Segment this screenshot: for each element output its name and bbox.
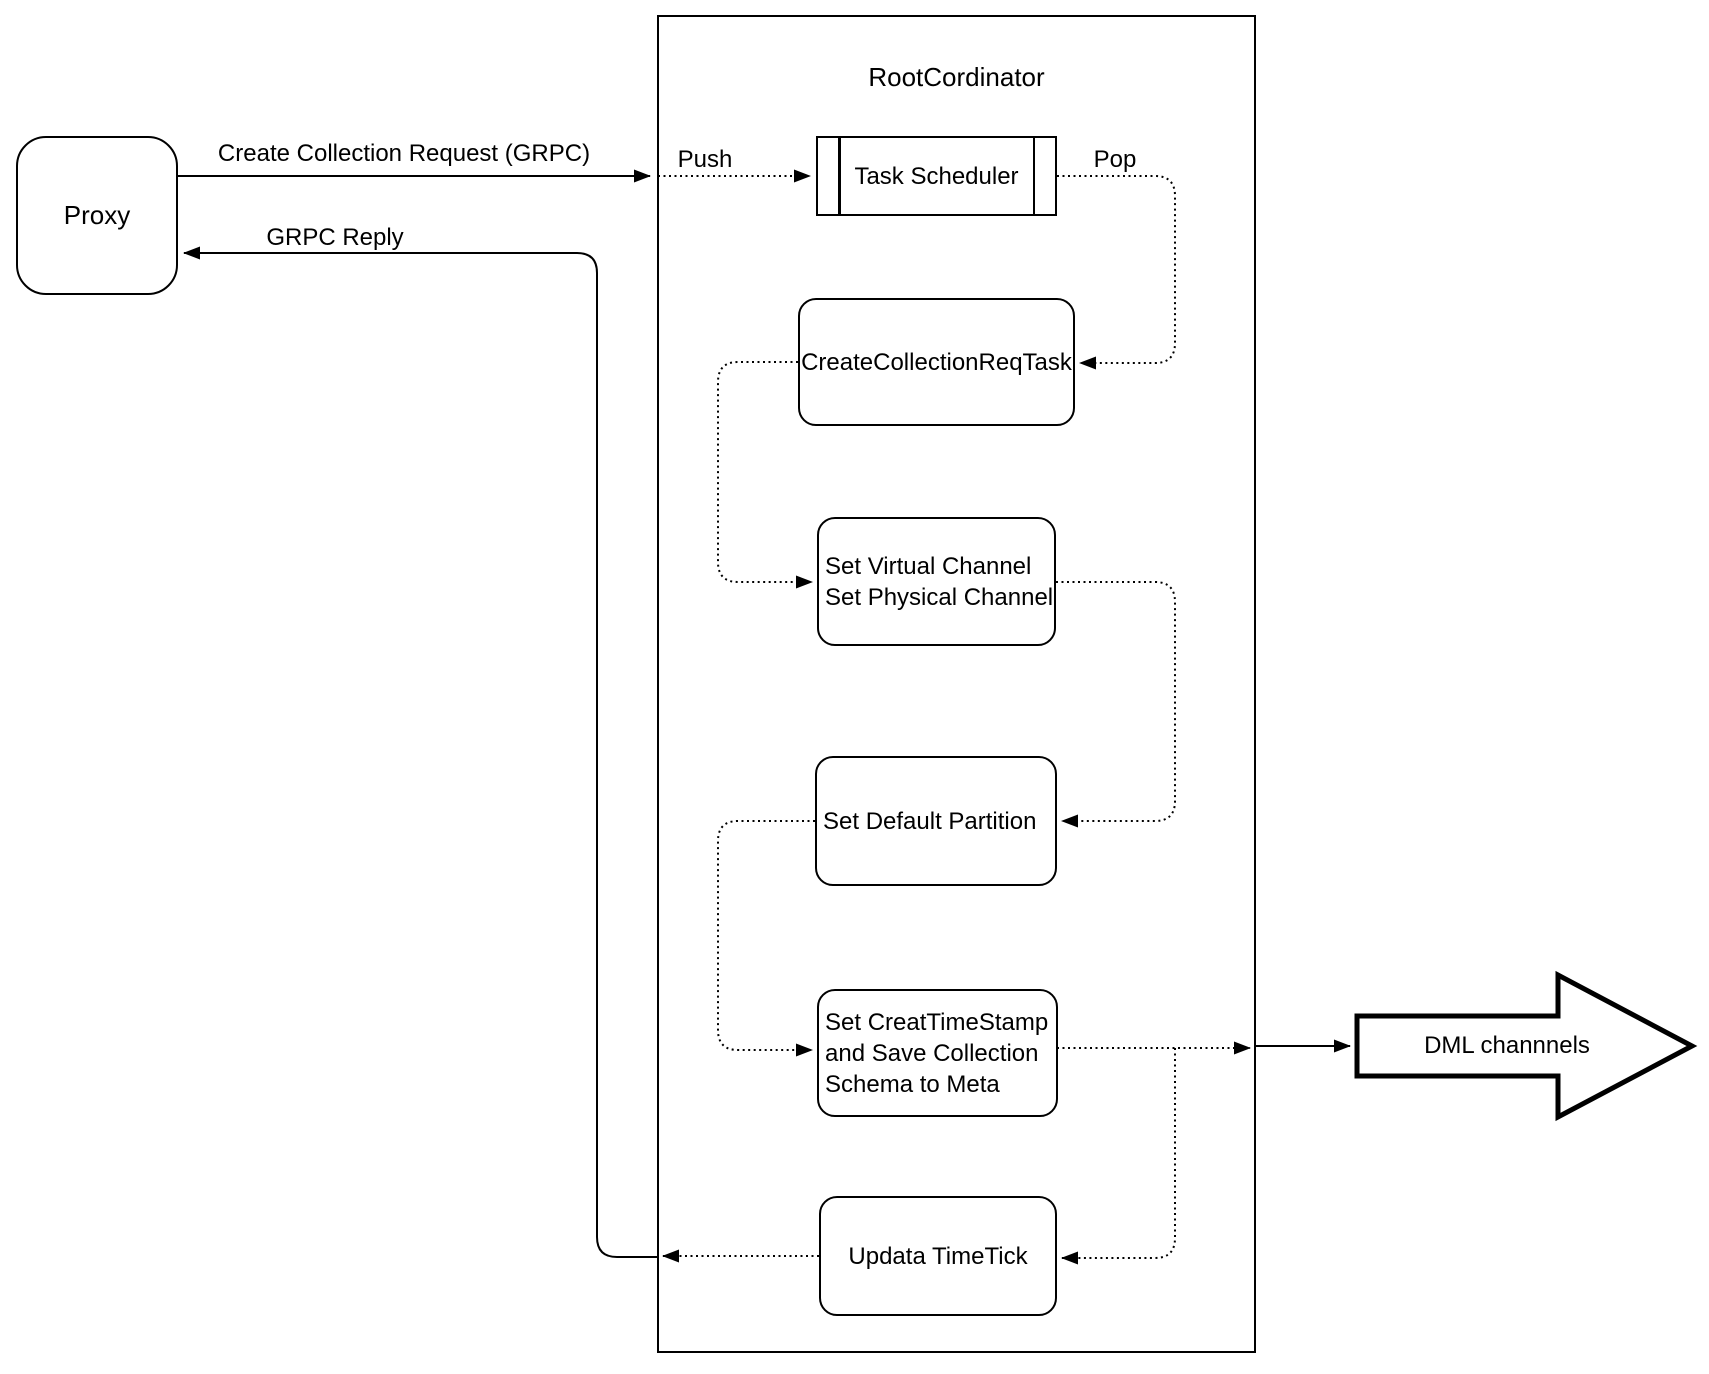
process-bar-left [838,138,841,214]
set-create-timestamp-line1: Set CreatTimeStamp [825,1008,1049,1036]
create-request-label: Create Collection Request (GRPC) [217,140,591,167]
dml-channels-arrow-shape [1354,970,1698,1122]
edge-reqtask-to-setchannels [717,361,813,589]
process-bar-right [1032,138,1035,214]
proxy-label: Proxy [63,200,131,230]
pop-label: Pop [1093,146,1137,173]
rootcoordinator-container [657,15,1256,1353]
dml-channels-label: DML channnels [1424,1032,1590,1059]
set-create-timestamp-line3: Schema to Meta [825,1070,1000,1098]
update-timetick-node: Updata TimeTick [819,1196,1057,1316]
set-create-timestamp-node: Set CreatTimeStamp and Save Collection S… [817,989,1058,1117]
create-collection-req-task-label: CreateCollectionReqTask [801,348,1072,376]
edge-partition-to-timestamp [717,820,815,1057]
grpc-reply-label: GRPC Reply [266,224,404,251]
proxy-node: Proxy [16,136,178,295]
set-create-timestamp-line2: and Save Collection [825,1039,1039,1067]
update-timetick-label: Updata TimeTick [848,1242,1028,1270]
create-collection-req-task-node: CreateCollectionReqTask [798,298,1075,426]
set-default-partition-node: Set Default Partition [815,756,1057,886]
set-default-partition-label: Set Default Partition [823,807,1037,835]
push-label: Push [677,146,733,173]
set-channels-line2: Set Physical Channel [825,583,1054,611]
set-channels-node: Set Virtual Channel Set Physical Channel [817,517,1056,646]
edge-pop [1057,175,1176,370]
rootcoordinator-title: RootCordinator [868,62,1045,92]
edge-grpc-reply [183,246,657,1258]
task-scheduler-node: Task Scheduler [816,136,1057,216]
set-channels-line1: Set Virtual Channel [825,552,1032,580]
task-scheduler-label: Task Scheduler [854,162,1019,190]
